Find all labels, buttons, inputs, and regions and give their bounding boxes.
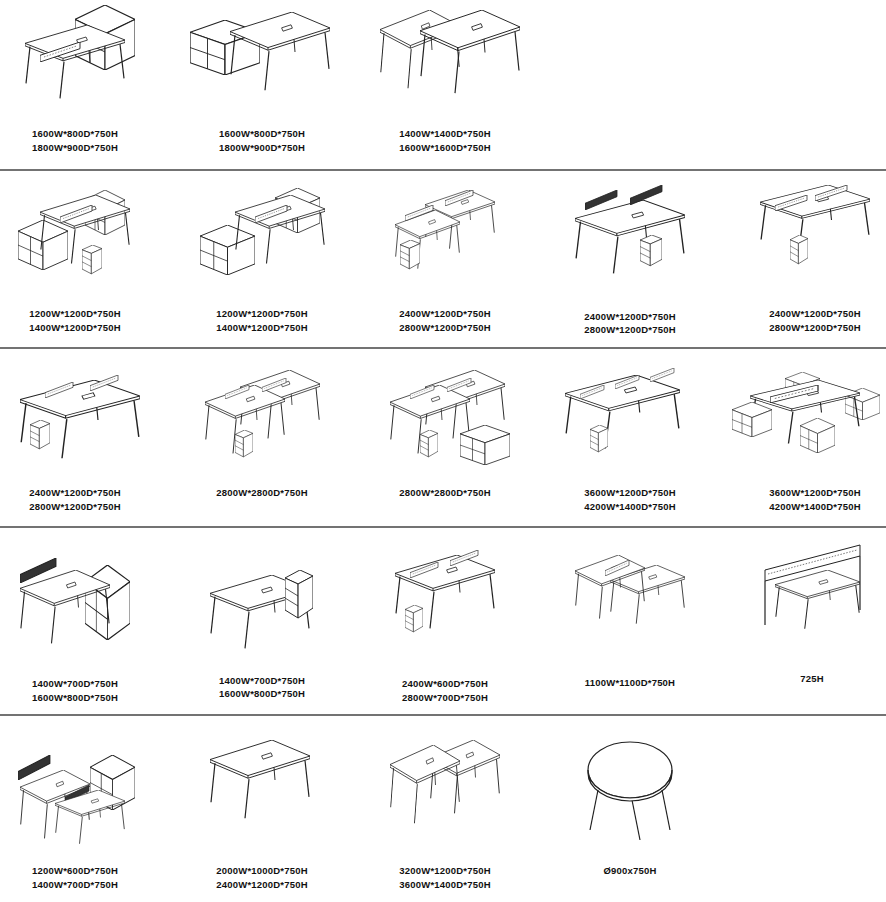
dimension-label: 1400W*700D*750H [32,678,118,690]
dimension-label: 2800W*1200D*750H [399,322,490,334]
desk-drawing [575,185,685,273]
dimension-label: 2400W*1200D*750H [584,311,675,323]
dimension-label: 2800W*1200D*750H [29,501,120,513]
desk-drawing [732,372,880,453]
desk-drawing [190,12,330,90]
dimension-label: 2400W*1200D*750H [399,308,490,320]
desk-drawing [205,370,320,457]
desk-drawing [210,570,313,648]
desk-drawing [20,558,130,643]
dimension-label: 1400W*1400D*750H [399,128,490,140]
dimension-label: 1600W*800D*750H [219,688,305,700]
desk-drawing [565,368,680,452]
dimension-label: 3600W*1200D*750H [769,487,860,499]
dimension-label: 1200W*1200D*750H [29,308,120,320]
round-table-drawing [588,742,672,840]
desk-drawing [210,740,310,818]
dimension-label: 2000W*1000D*750H [216,865,307,877]
desk-drawing [20,375,140,458]
desk-drawing [390,740,500,823]
dimension-label: 2400W*1200D*750H [29,487,120,499]
dimension-label: 725H [800,673,824,685]
dimension-label: 3600W*1400D*750H [399,879,490,891]
dimension-label: Ø900x750H [603,865,656,877]
dimension-label: 2400W*1200D*750H [216,879,307,891]
dimension-label: 1600W*800D*750H [32,692,118,704]
dimension-label: 1800W*900D*750H [219,142,305,154]
desk-drawing [395,550,495,632]
desk-drawing [200,188,325,275]
dimension-label: 1200W*1200D*750H [216,308,307,320]
dimension-label: 1400W*1200D*750H [216,322,307,334]
dimension-label: 1200W*600D*750H [32,865,118,877]
desk-drawing [18,755,135,844]
dimension-label: 2800W*2800D*750H [399,487,490,499]
dimension-label: 1400W*700D*750H [219,675,305,687]
dimension-label: 1600W*800D*750H [32,128,118,140]
dimension-label: 1100W*1100D*750H [585,677,675,689]
dimension-label: 1600W*1600D*750H [399,142,490,154]
dimension-label: 4200W*1400D*750H [584,501,675,513]
separator-lines [0,170,886,715]
dimension-label: 1800W*900D*750H [32,142,118,154]
dimension-label: 2800W*1200D*750H [584,324,675,336]
dimension-label: 3200W*1200D*750H [399,865,490,877]
desk-drawing [380,10,520,93]
dimension-label: 3600W*1200D*750H [584,487,675,499]
dimension-label: 1400W*1200D*750H [29,322,120,334]
dimension-label: 2800W*700D*750H [402,692,488,704]
dimension-label: 1400W*700D*750H [32,879,118,891]
desk-drawing [760,185,870,264]
desk-drawing [395,190,495,269]
desk-drawing [390,370,510,465]
dimension-label: 2800W*1200D*750H [769,322,860,334]
desk-drawing [25,5,135,98]
desk-drawing [575,555,685,624]
dimension-label: 2400W*600D*750H [402,678,488,690]
desk-drawing [18,190,130,274]
dimension-label: 1600W*800D*750H [219,128,305,140]
dimension-label: 2800W*2800D*750H [216,487,307,499]
dimension-label: 4200W*1400D*750H [769,501,860,513]
dimension-label: 2400W*1200D*750H [769,308,860,320]
desk-drawing [765,545,860,629]
